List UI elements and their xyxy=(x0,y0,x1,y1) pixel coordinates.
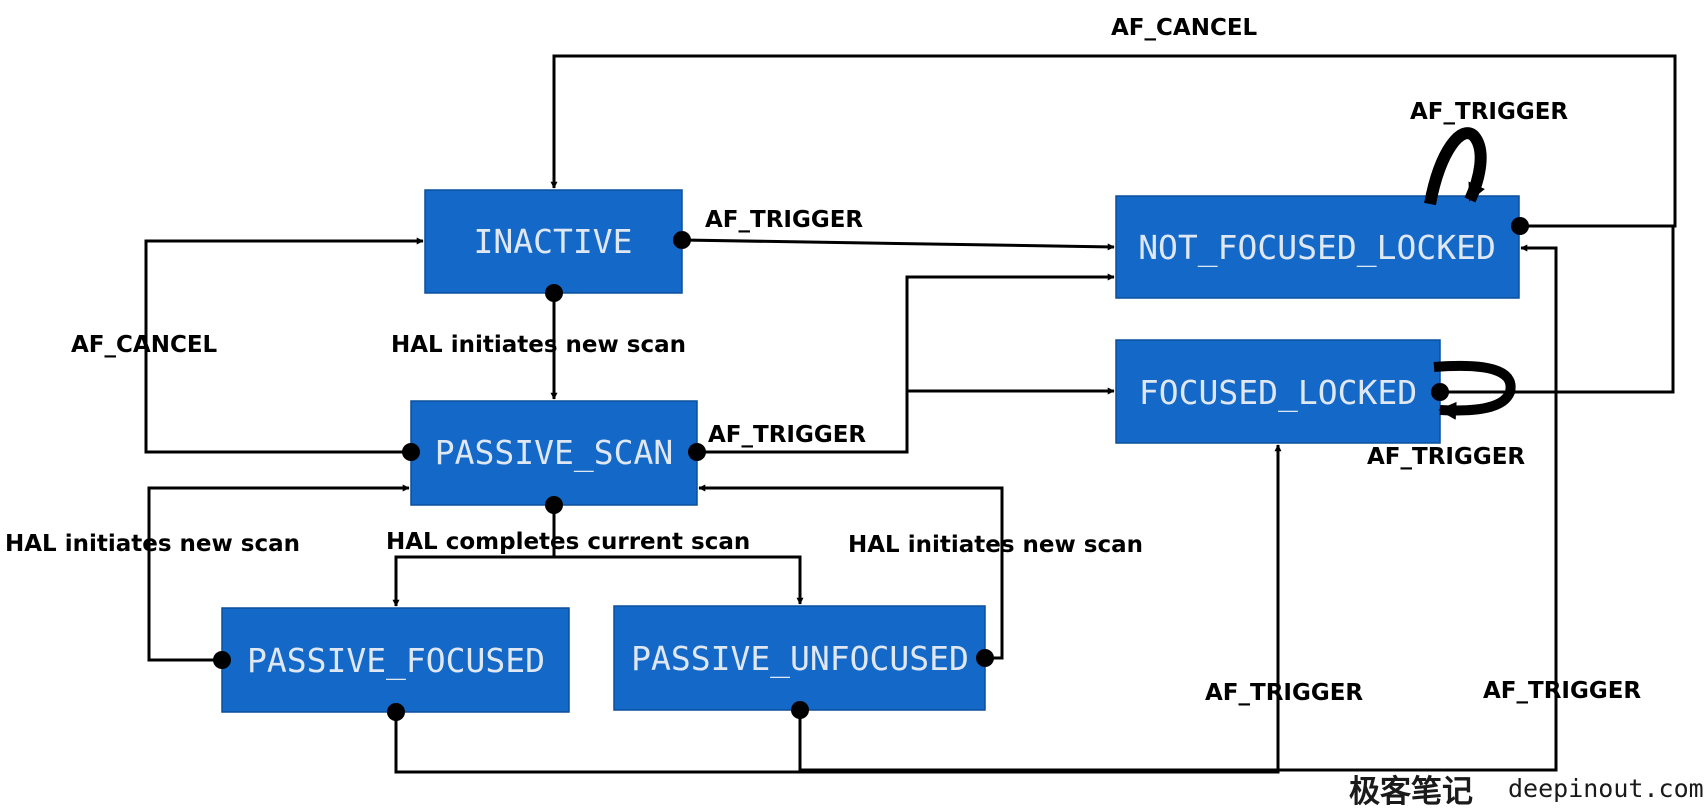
watermark: 极客笔记 deepinout.com xyxy=(1349,774,1704,809)
label-hal-complete-scan: HAL completes current scan xyxy=(386,529,750,555)
edge-passive-scan-to-focused xyxy=(392,505,556,607)
edge-cancel-nfl-to-inactive xyxy=(550,54,1677,228)
edge-inactive-to-nfl xyxy=(681,238,1115,251)
state-passive-scan-label: PASSIVE_SCAN xyxy=(435,433,673,473)
state-not-focused-locked-label: NOT_FOCUSED_LOCKED xyxy=(1138,228,1496,268)
edge-passive-scan-to-inactive xyxy=(144,237,424,454)
edge-focused-to-fl xyxy=(394,444,1282,774)
state-passive-focused-label: PASSIVE_FOCUSED xyxy=(247,641,545,681)
edge-focused-to-passive-scan xyxy=(147,484,410,662)
label-trigger-nfl-self: AF_TRIGGER xyxy=(1410,99,1568,125)
watermark-chinese: 极客笔记 xyxy=(1349,774,1473,809)
state-passive-scan: PASSIVE_SCAN xyxy=(410,400,698,506)
edge-origin-dots xyxy=(213,217,1529,721)
state-passive-unfocused-label: PASSIVE_UNFOCUSED xyxy=(631,639,969,679)
state-passive-focused: PASSIVE_FOCUSED xyxy=(221,607,570,713)
edge-fl-self-loop xyxy=(1433,360,1516,420)
label-trigger-fl-self: AF_TRIGGER xyxy=(1367,444,1525,470)
label-hal-new-scan-focused: HAL initiates new scan xyxy=(5,531,300,557)
label-hal-new-scan-inactive: HAL initiates new scan xyxy=(391,332,686,358)
edge-unfocused-to-nfl xyxy=(798,244,1558,772)
state-focused-locked-label: FOCUSED_LOCKED xyxy=(1139,373,1417,413)
edge-passive-scan-to-nfl xyxy=(697,273,1115,454)
state-inactive: INACTIVE xyxy=(424,189,683,294)
label-hal-new-scan-unfocused: HAL initiates new scan xyxy=(848,532,1143,558)
label-cancel-top: AF_CANCEL xyxy=(1111,15,1258,41)
label-trigger-bottom-a: AF_TRIGGER xyxy=(1205,680,1363,706)
label-trigger-inactive: AF_TRIGGER xyxy=(705,207,863,233)
edge-passive-scan-to-unfocused xyxy=(554,555,804,605)
label-trigger-passive-scan: AF_TRIGGER xyxy=(708,422,866,448)
self-loop-edges xyxy=(1424,127,1516,420)
transition-edges xyxy=(144,54,1677,774)
edge-cancel-fl-to-inactive xyxy=(1440,226,1675,394)
state-focused-locked: FOCUSED_LOCKED xyxy=(1115,339,1441,444)
state-passive-unfocused: PASSIVE_UNFOCUSED xyxy=(613,605,986,711)
edge-nfl-self-loop xyxy=(1424,127,1487,206)
label-trigger-bottom-b: AF_TRIGGER xyxy=(1483,678,1641,704)
watermark-site: deepinout.com xyxy=(1508,774,1704,803)
label-cancel-left: AF_CANCEL xyxy=(71,332,218,358)
state-inactive-label: INACTIVE xyxy=(474,222,633,261)
state-not-focused-locked: NOT_FOCUSED_LOCKED xyxy=(1115,195,1520,299)
edge-labels: AF_CANCEL AF_TRIGGER AF_TRIGGER AF_CANCE… xyxy=(5,15,1641,706)
